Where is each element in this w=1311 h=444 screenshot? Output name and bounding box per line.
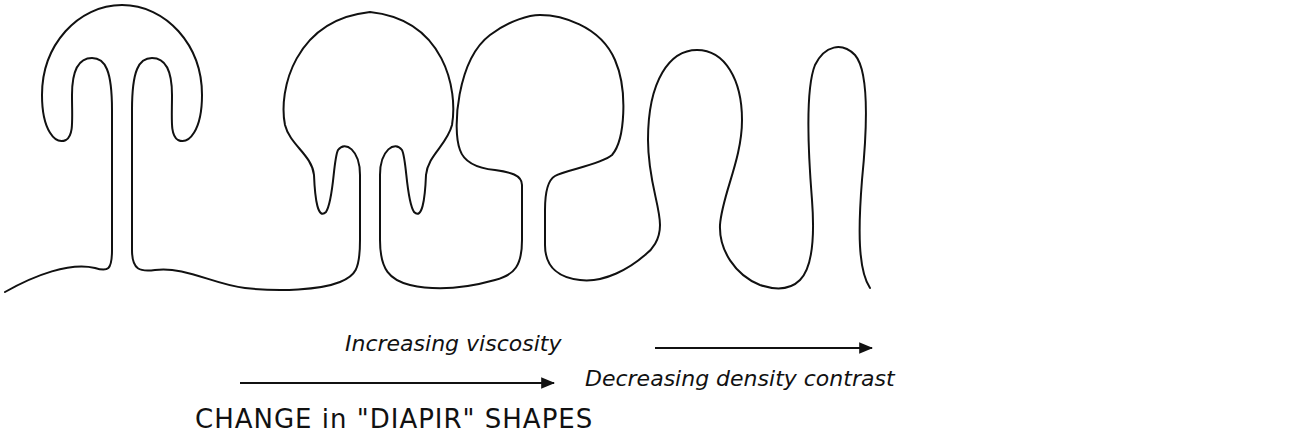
- axis-label: Decreasing density contrast: [585, 366, 895, 391]
- direction-arrow: [655, 347, 872, 349]
- diagram-title: CHANGE in "DIAPIR" SHAPES: [195, 404, 593, 434]
- axis-label: Increasing viscosity: [345, 331, 561, 356]
- direction-arrow: [240, 382, 554, 384]
- diapir-outline: [5, 5, 870, 292]
